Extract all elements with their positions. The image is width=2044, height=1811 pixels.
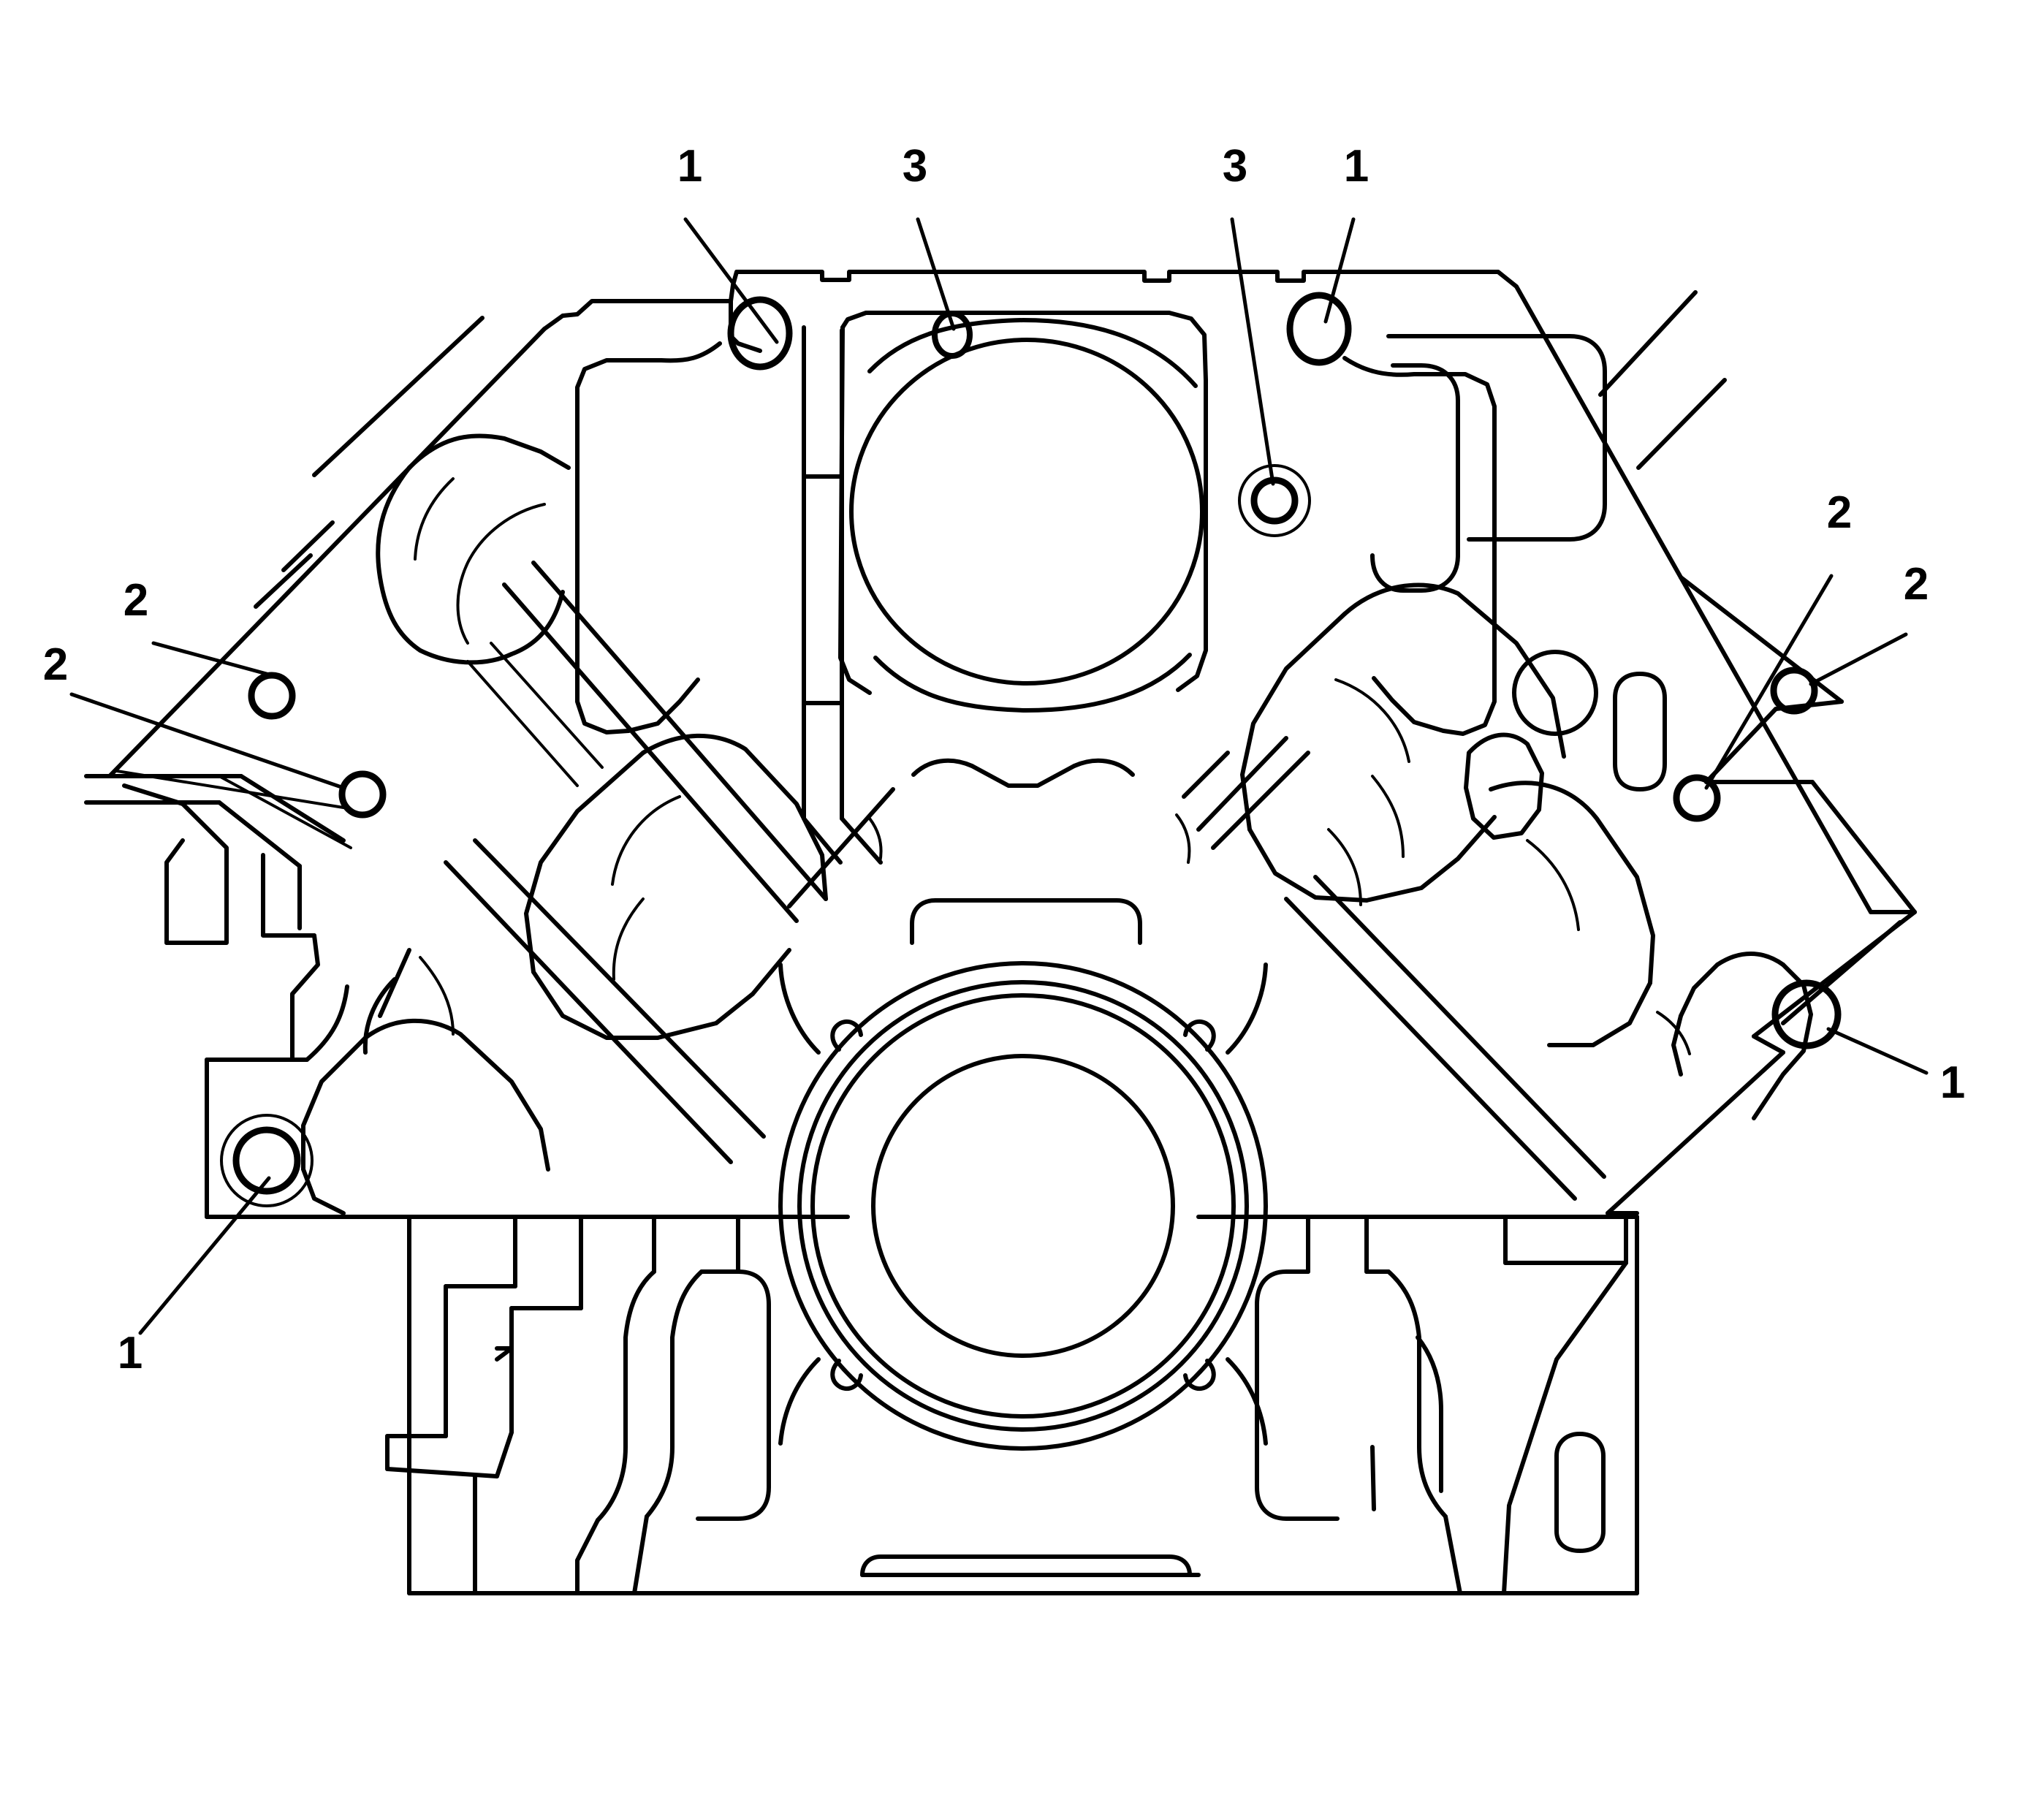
upper-bore — [802, 311, 1208, 821]
bolt-holes — [220, 292, 1842, 1207]
callout-1-top-right: 1 — [1323, 141, 1369, 324]
center-valley-ribs — [787, 751, 1230, 945]
bolt-hole-1-top-right[interactable] — [1286, 292, 1352, 366]
bolt-hole-2-right-upper[interactable] — [1770, 667, 1818, 715]
callout-label: 3 — [903, 141, 927, 191]
callout-2-right-lower: 2 — [1704, 487, 1852, 790]
callout-2-left-lower: 2 — [43, 639, 346, 790]
callout-layer: 1 3 3 1 2 2 2 — [43, 141, 1965, 1378]
callout-label: 1 — [118, 1328, 143, 1378]
callout-label: 2 — [43, 639, 68, 690]
callout-label: 2 — [1827, 487, 1852, 538]
callout-label: 1 — [1344, 141, 1369, 191]
right-bank-webs — [1196, 290, 1813, 1201]
callout-3-mid-right: 3 — [1223, 141, 1275, 486]
left-bank-webs — [205, 299, 828, 1215]
callout-label: 2 — [124, 575, 148, 626]
callout-label: 3 — [1223, 141, 1247, 191]
callout-1-top-left: 1 — [677, 141, 779, 344]
callout-1-left-lower: 1 — [118, 1176, 271, 1378]
bolt-hole-3-mid-right[interactable] — [1238, 464, 1311, 537]
callout-2-left-upper: 2 — [124, 575, 274, 677]
callout-3-top-left: 3 — [903, 141, 956, 331]
callout-label: 1 — [677, 141, 702, 191]
bolt-hole-2-right-lower[interactable] — [1673, 774, 1721, 822]
bolt-hole-2-left-lower[interactable] — [338, 770, 387, 819]
bolt-hole-1-left-lower[interactable] — [220, 1114, 314, 1207]
callout-1-right-lower: 1 — [1826, 1027, 1965, 1108]
bolt-hole-3-top-left[interactable] — [932, 311, 973, 359]
bolt-hole-1-top-left[interactable] — [727, 296, 793, 371]
block-outer-profile — [84, 270, 1917, 1595]
callout-label: 2 — [1904, 559, 1929, 610]
bolt-hole-1-right-lower[interactable] — [1771, 979, 1842, 1049]
main-crank-bore — [778, 961, 1268, 1451]
lower-skirt-detail — [385, 1215, 1628, 1595]
callout-label: 1 — [1940, 1058, 1965, 1108]
callout-2-right-upper: 2 — [1809, 559, 1929, 686]
